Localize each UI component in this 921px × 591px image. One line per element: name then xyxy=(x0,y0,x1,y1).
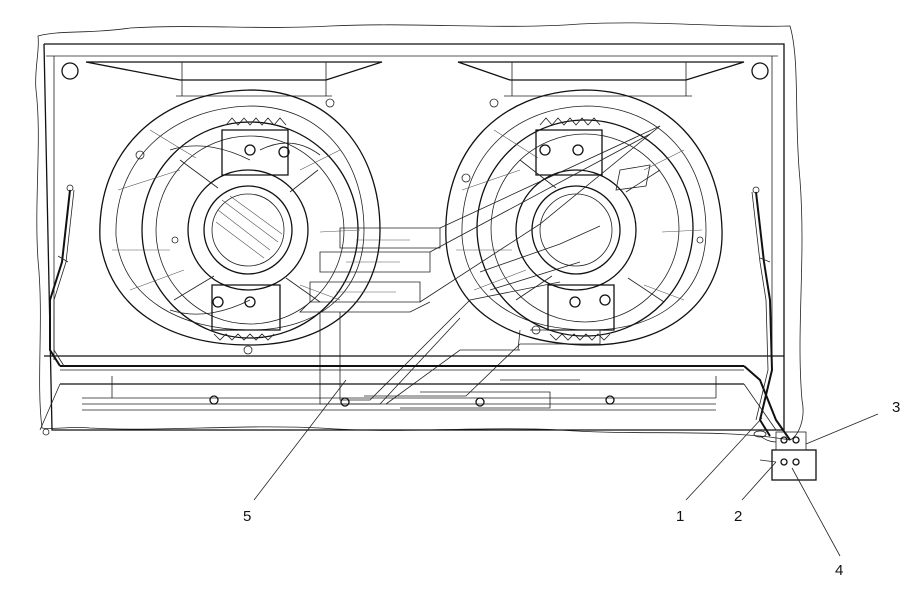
mount-hole xyxy=(61,62,79,80)
right-fan xyxy=(445,89,723,346)
housing-frame xyxy=(43,43,785,431)
leader-line-2 xyxy=(741,461,777,501)
callout-1: 1 xyxy=(676,508,684,525)
leader-line-1 xyxy=(685,417,763,501)
leader-line-3 xyxy=(805,413,879,445)
bolt xyxy=(209,395,219,405)
bolt xyxy=(340,397,350,407)
corner-bolt xyxy=(42,428,50,436)
mount-bracket-pattern xyxy=(299,125,661,409)
bolt xyxy=(475,397,485,407)
right-sensor-tube xyxy=(743,186,791,441)
callout-5: 5 xyxy=(243,508,251,525)
callout-2: 2 xyxy=(734,508,742,525)
lower-inner-box xyxy=(111,376,717,398)
mount-hole xyxy=(751,62,769,80)
left-top-mount xyxy=(85,61,383,97)
left-sensor-tube xyxy=(49,184,75,367)
lower-slope-right xyxy=(743,383,777,431)
callout-3: 3 xyxy=(892,399,900,416)
bolt xyxy=(605,395,615,405)
right-top-mount xyxy=(457,61,745,97)
callout-4: 4 xyxy=(835,562,843,579)
left-fan xyxy=(99,89,381,355)
lower-slope-left xyxy=(39,383,61,431)
leader-line-4 xyxy=(791,467,841,557)
outer-rough-boundary xyxy=(35,22,804,441)
leader-line-5 xyxy=(253,379,347,501)
terminal-block xyxy=(753,430,817,481)
